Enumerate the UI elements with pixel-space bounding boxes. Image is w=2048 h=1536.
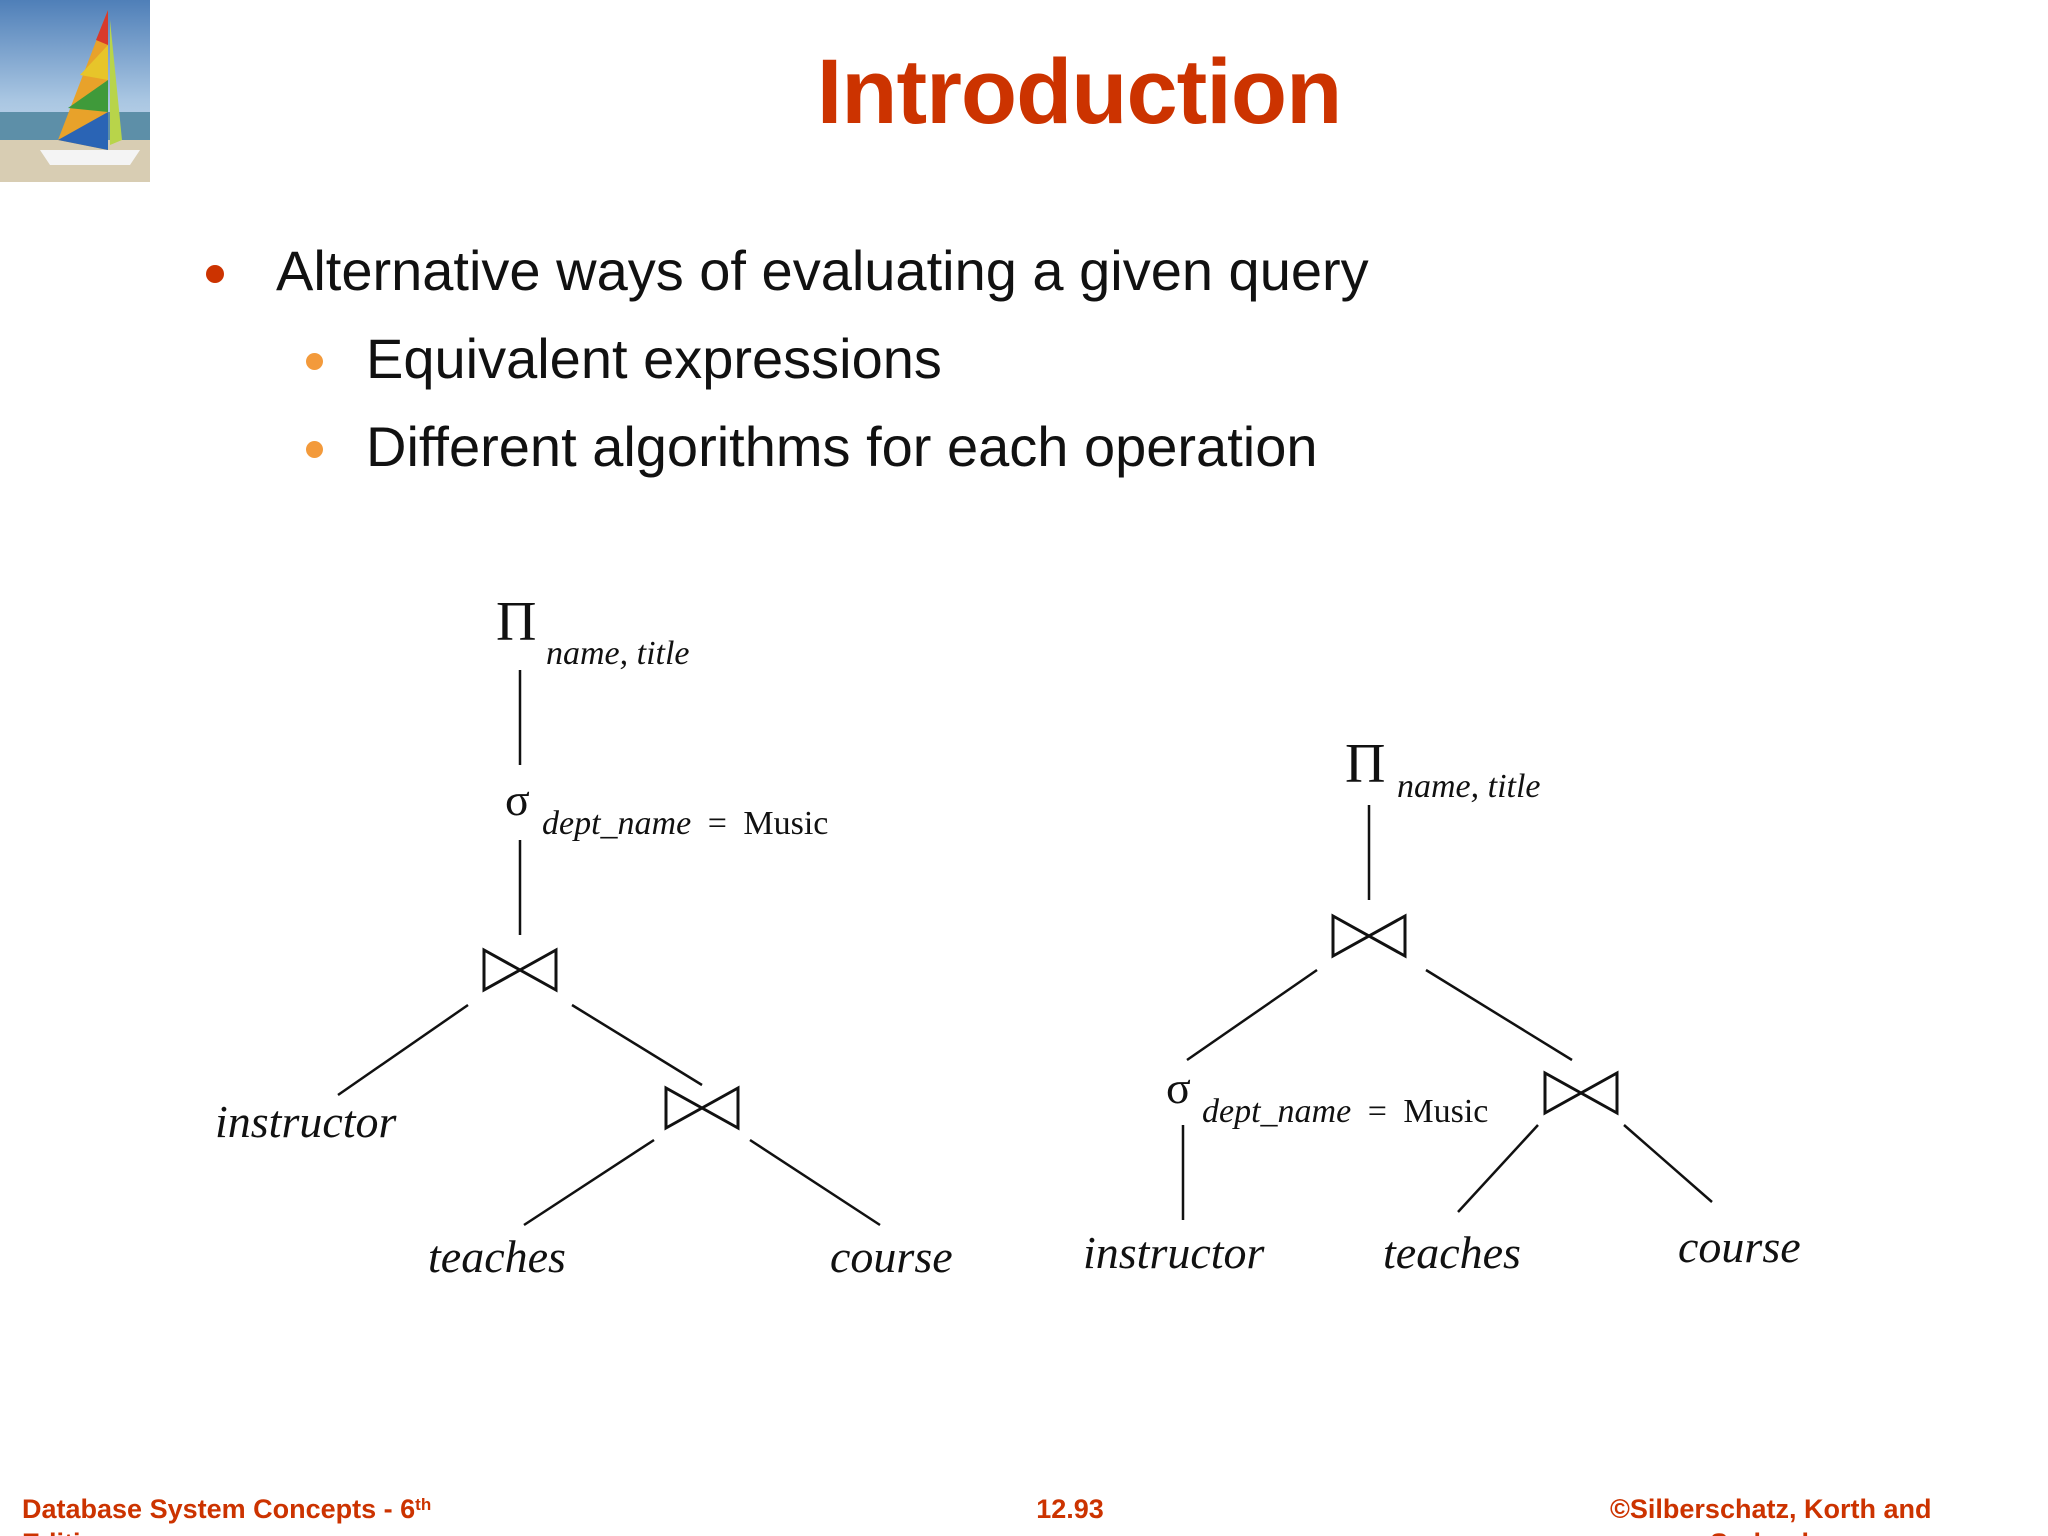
selection-symbol: σ	[1166, 1062, 1191, 1113]
selection-value: Music	[743, 805, 828, 842]
leaf-relation: course	[1678, 1221, 1801, 1272]
leaf-relation: teaches	[428, 1231, 566, 1282]
selection-eq: =	[708, 805, 727, 842]
page-number: 12.93	[1036, 1494, 1104, 1524]
projection-attributes: name, title	[1397, 768, 1541, 805]
slide-title: Introduction	[816, 41, 1343, 143]
selection-symbol: σ	[505, 774, 530, 825]
footer-copyright-text: ©Silberschatz, Korth and	[1610, 1494, 1932, 1524]
leaf-relation: course	[830, 1231, 953, 1282]
join-icon	[1543, 1070, 1619, 1116]
join-icon	[1331, 913, 1407, 959]
footer-copyright: ©Silberschatz, Korth and Sudarshan	[1610, 1492, 2040, 1536]
sub-bullet-item: Equivalent expressions	[306, 323, 1369, 395]
selection-value: Music	[1403, 1093, 1488, 1130]
bullet-list: Alternative ways of evaluating a given q…	[200, 235, 1369, 483]
footer-superscript: th	[415, 1495, 432, 1514]
join-icons	[482, 913, 1619, 1131]
selection-attr: dept_name	[542, 805, 691, 842]
footer-book-title: Database System Concepts - 6th Edition	[22, 1492, 502, 1536]
selection-predicate: dept_name = Music	[542, 805, 828, 842]
leaf-relation: teaches	[1383, 1227, 1521, 1278]
selection-attr: dept_name	[1202, 1093, 1351, 1130]
footer-book-title-text: Database System Concepts - 6	[22, 1494, 416, 1524]
sailboat-logo	[0, 0, 150, 182]
projection-attributes: name, title	[546, 635, 690, 672]
footer-book-title-cont: Edition	[22, 1528, 113, 1536]
sub-bullet-item: Different algorithms for each operation	[306, 411, 1369, 483]
projection-symbol: Π	[496, 591, 536, 653]
bullet-item: Alternative ways of evaluating a given q…	[206, 235, 1369, 307]
leaf-relation: instructor	[215, 1096, 398, 1147]
join-icon	[664, 1085, 740, 1131]
leaf-relation: instructor	[1083, 1227, 1266, 1278]
selection-eq: =	[1368, 1093, 1387, 1130]
join-icon	[482, 947, 558, 993]
projection-symbol: Π	[1345, 733, 1385, 795]
footer-copyright-cont: Sudarshan	[1610, 1528, 1850, 1536]
selection-predicate: dept_name = Music	[1202, 1093, 1488, 1130]
